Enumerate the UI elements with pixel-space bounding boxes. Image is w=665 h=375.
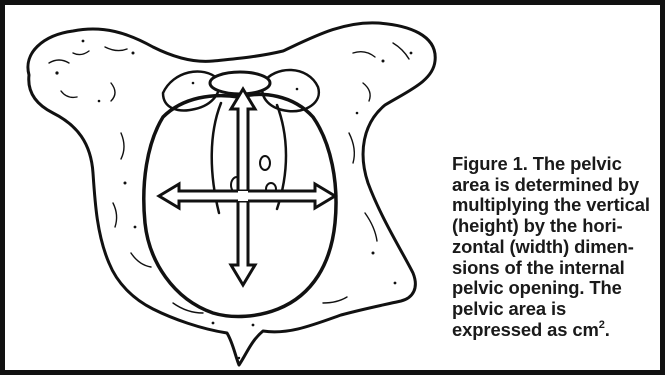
caption-line: area is determined by <box>452 175 664 196</box>
caption-line: multiplying the vertical <box>452 195 664 216</box>
caption-period: . <box>605 319 610 340</box>
caption-line: Figure 1. The pelvic <box>452 154 664 175</box>
measurement-arrows <box>159 89 335 285</box>
vertical-arrow <box>231 89 255 285</box>
vertebra-disc <box>210 72 270 94</box>
sacrum-right-wing <box>262 70 319 111</box>
figure-caption: Figure 1. The pelvic area is determined … <box>452 154 664 340</box>
caption-line: zontal (width) dimen- <box>452 237 664 258</box>
pelvis-illustration <box>13 13 443 368</box>
caption-units-text: expressed as cm <box>452 319 599 340</box>
sacrum-left-wing <box>163 71 219 110</box>
caption-line: sions of the internal <box>452 258 664 279</box>
caption-line: pelvic opening. The <box>452 278 664 299</box>
caption-line: (height) by the hori- <box>452 216 664 237</box>
caption-last-line: expressed as cm2. <box>452 320 664 341</box>
caption-line: pelvic area is <box>452 299 664 320</box>
